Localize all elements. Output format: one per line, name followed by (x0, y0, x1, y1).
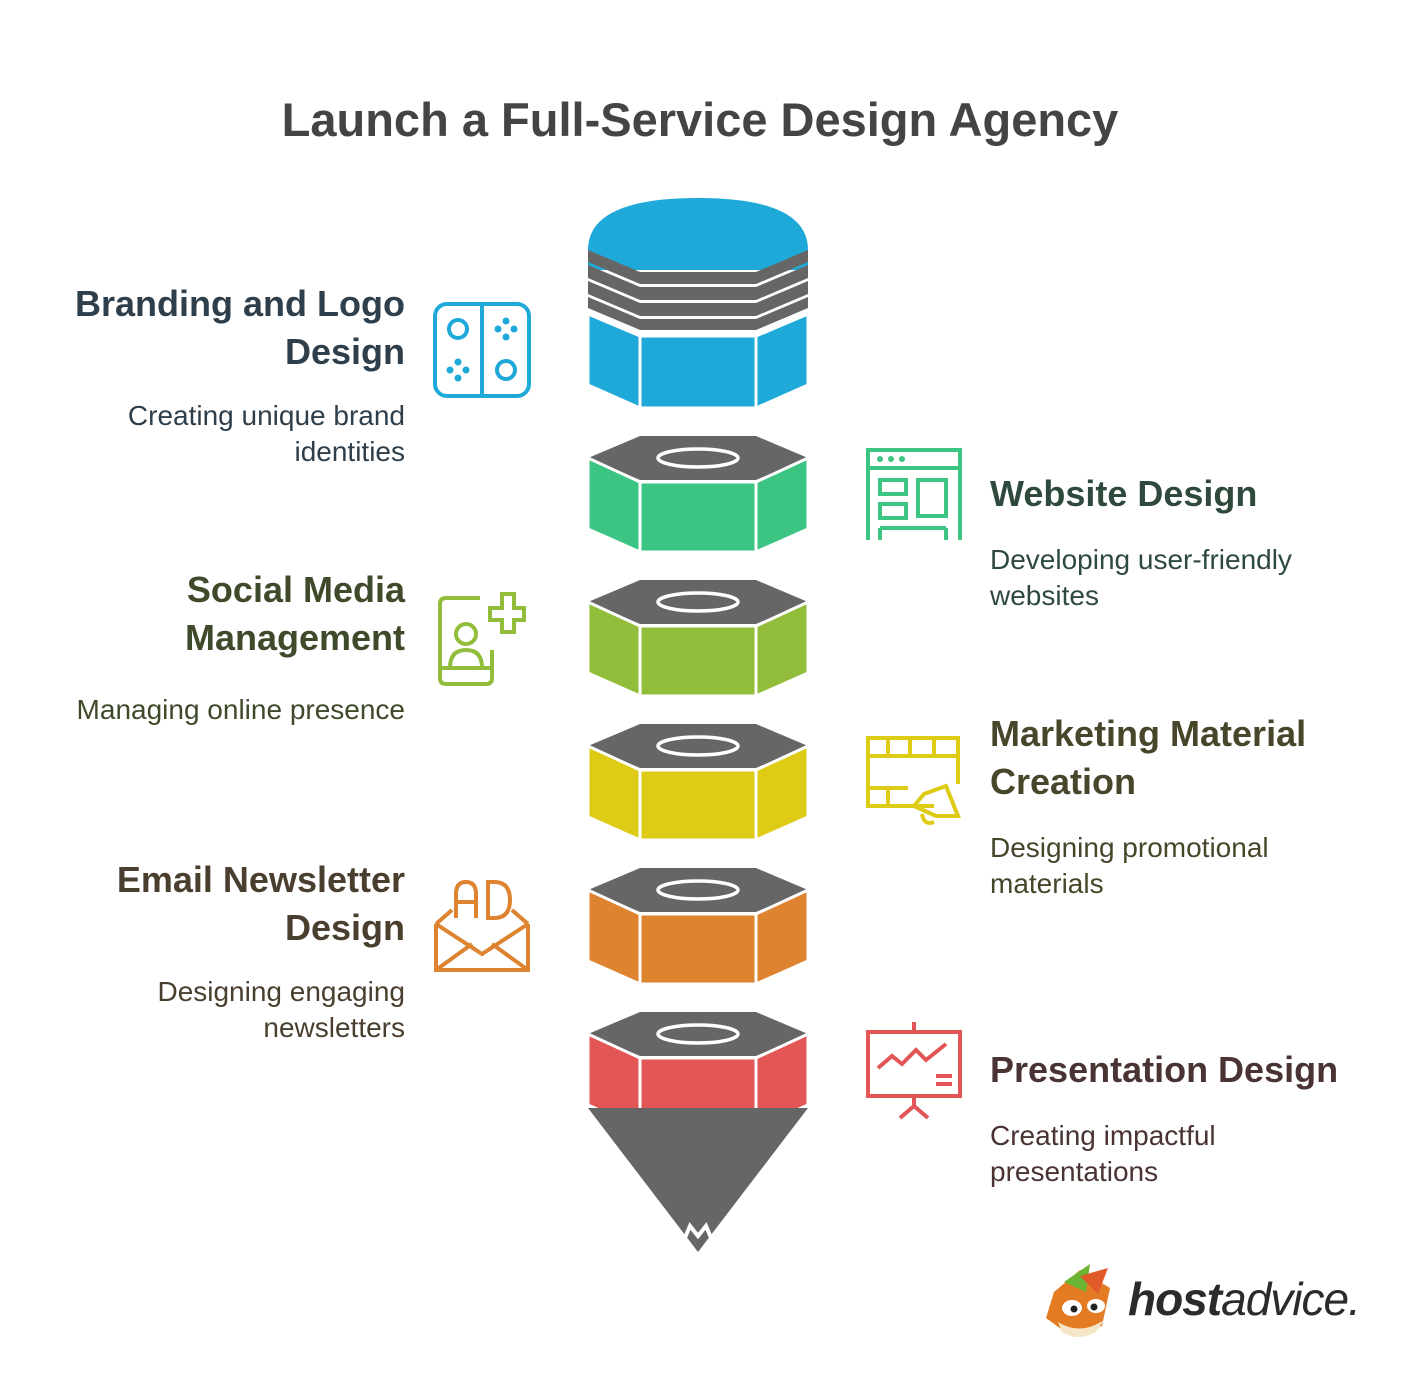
pencil-layer-5 (586, 868, 810, 987)
layer-front-face (638, 912, 758, 986)
user-plus-icon (438, 592, 526, 686)
layer-right-face (754, 1031, 810, 1131)
layer-right-face (754, 599, 810, 699)
step-3-description: Managing online presence (76, 694, 405, 725)
layer-1-cap (586, 198, 810, 411)
layer-top-face (588, 436, 808, 480)
layer-right-face (754, 455, 810, 555)
layer-top-face (588, 868, 808, 912)
hostadvice-wordmark: hostadvice. (1128, 1273, 1361, 1325)
layer-top-face (588, 1012, 808, 1056)
layer-front-face (638, 768, 758, 842)
layer-front-face (638, 624, 758, 698)
pencil-layer-2 (586, 436, 810, 555)
game-controller-icon (433, 302, 531, 398)
layer-front-face (638, 480, 758, 554)
layer-right-face (754, 743, 810, 843)
pencil-layer-3 (586, 580, 810, 699)
layer-top-face (588, 724, 808, 768)
layer-top-ring (656, 1023, 740, 1045)
pencil-layers (586, 436, 810, 1131)
fox-mascot-icon (1046, 1264, 1110, 1337)
step-2-title: Website Design (990, 473, 1258, 514)
presentation-chart-icon (866, 1022, 962, 1120)
layer-top-ring (656, 447, 740, 469)
layer-top-ring (656, 735, 740, 757)
pencil-tip (588, 1108, 808, 1252)
layer-top-ring (656, 591, 740, 613)
step-6-title: Presentation Design (990, 1049, 1339, 1090)
browser-layout-icon (866, 448, 962, 540)
hostadvice-logo: hostadvice. (1040, 1262, 1380, 1342)
layer-right-face (754, 887, 810, 987)
megaphone-board-icon (866, 736, 961, 825)
ad-envelope-icon (434, 879, 530, 972)
layer-top-ring (656, 879, 740, 901)
page-title: Launch a Full-Service Design Agency (281, 93, 1119, 146)
layer-top-face (588, 580, 808, 624)
pencil-layer-4 (586, 724, 810, 843)
